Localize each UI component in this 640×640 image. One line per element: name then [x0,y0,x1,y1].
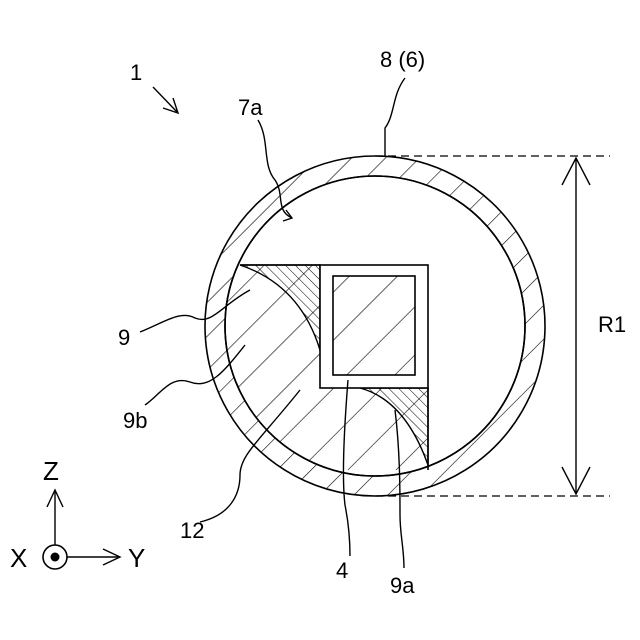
axis-label-y: Y [128,543,145,573]
label-holder-side-a: 9a [390,573,415,598]
element-4 [333,276,415,375]
leader-8 [385,78,405,156]
label-device: 1 [130,60,142,85]
label-filler: 12 [180,518,204,543]
label-outer-tube: 8 (6) [380,47,425,72]
x-axis-dot-icon [51,553,60,562]
label-dimension: R1 [598,312,626,337]
label-inner-surface: 7a [238,95,263,120]
axis-label-x: X [10,543,27,573]
coordinate-axes: Z X Y [10,456,145,573]
label-holder-side-b: 9b [123,408,147,433]
label-element: 4 [336,558,348,583]
label-holder: 9 [118,325,130,350]
axis-label-z: Z [43,456,59,486]
